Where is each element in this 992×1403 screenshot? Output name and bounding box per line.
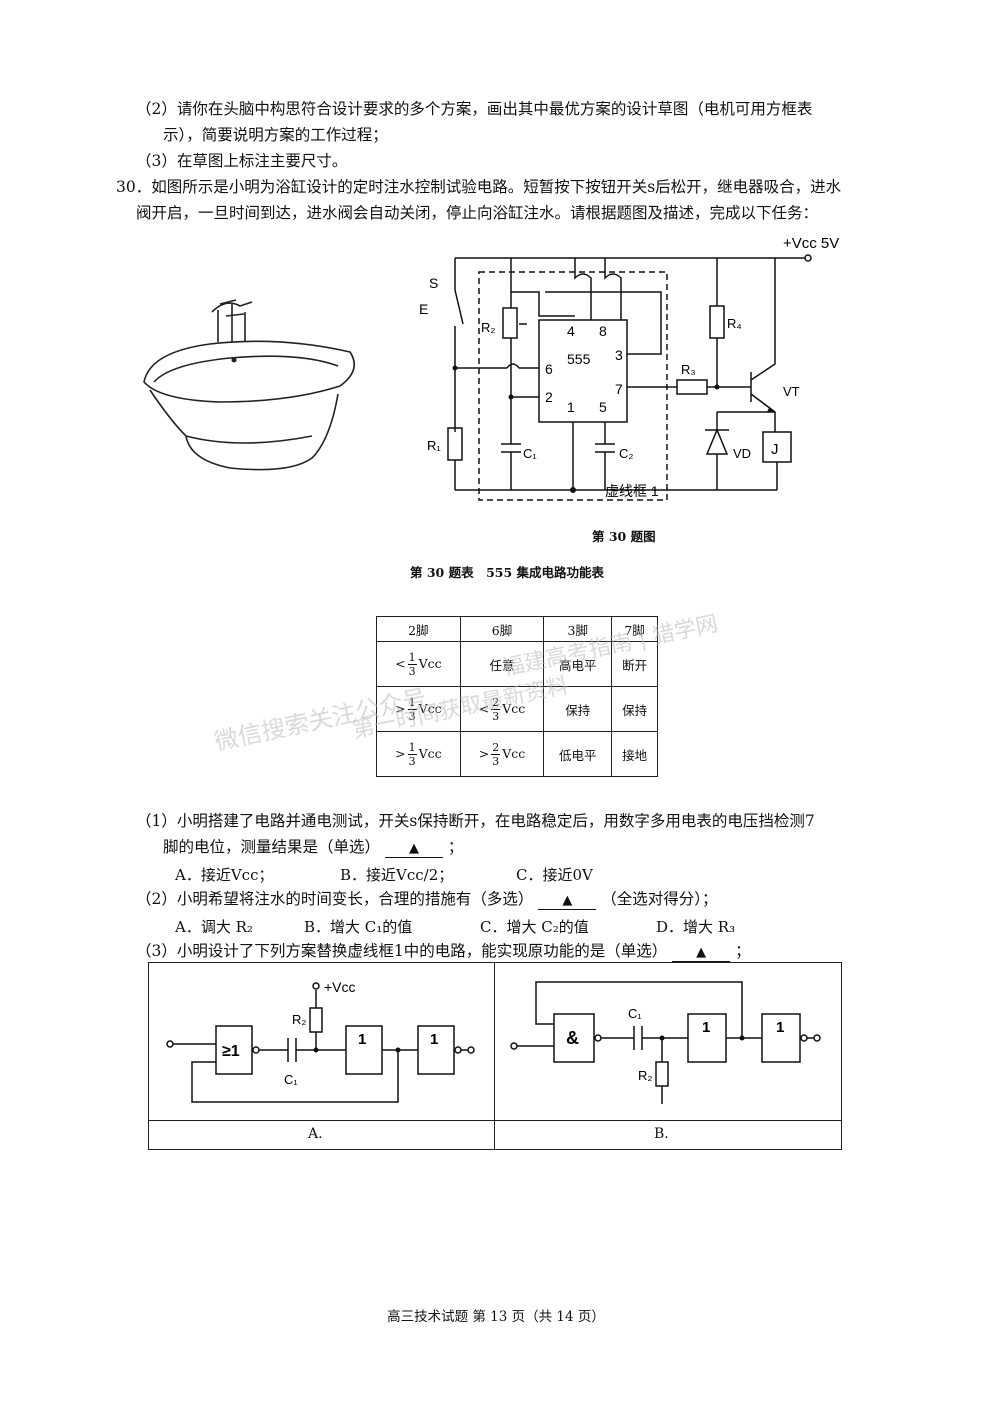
c2-label: C₂	[619, 446, 633, 461]
sub2-text: （2）小明希望将注水的时间变长，合理的措施有（多选）	[136, 890, 534, 908]
r3-label: R₃	[681, 362, 696, 377]
timer-circuit-diagram: +Vcc 5V S E R₂ R₄ R₃ R₁ C₁ C₂ VT VD J 55…	[419, 235, 839, 501]
q29-item2-line1: （2）请你在头脑中构思符合设计要求的多个方案，画出其中最优方案的设计草图（电机可…	[136, 100, 813, 118]
q29-item2-line2: 示），简要说明方案的工作过程；	[163, 126, 388, 144]
sub2-option-c: C．增大 C₂的值	[480, 918, 589, 936]
q30-intro-line1: 30．如图所示是小明为浴缸设计的定时注水控制试验电路。短暂按下按钮开关s后松开，…	[116, 178, 842, 196]
table-cell: 断开	[611, 641, 658, 687]
sub1-option-b: B．接近Vcc/2；	[340, 866, 454, 884]
table-cell: 任意	[459, 641, 545, 687]
not-gate-label: 1	[430, 1031, 438, 1048]
table-header: 2脚	[376, 616, 461, 642]
pin4-label: 4	[567, 323, 575, 339]
pin1-label: 1	[567, 399, 575, 415]
sub1-line1: （1）小明搭建了电路并通电测试，开关s保持断开，在电路稳定后，用数字多用电表的电…	[136, 812, 815, 830]
pin8-label: 8	[599, 323, 607, 339]
not-gate-label: 1	[358, 1031, 366, 1048]
scheme-a-c1-label: C₁	[284, 1072, 298, 1087]
not-gate-label: 1	[776, 1019, 784, 1036]
pin3-label: 3	[615, 347, 623, 363]
r1-label: R₁	[427, 438, 441, 453]
r2-label: R₂	[481, 320, 495, 335]
or-gate-label: ≥1	[222, 1043, 240, 1060]
relay-j-label: J	[771, 441, 779, 458]
switch-e-label: E	[419, 301, 428, 317]
sub2-line: （2）小明希望将注水的时间变长，合理的措施有（多选） ▲ （全选对得分）；	[136, 890, 718, 910]
sub2-end: （全选对得分）；	[601, 890, 718, 908]
sub3-line: （3）小明设计了下列方案替换虚线框1中的电路，能实现原功能的是（单选） ▲ ；	[136, 942, 751, 962]
sub1-option-c: C．接近0V	[516, 866, 593, 884]
table-header-row: 2脚 6脚 3脚 7脚	[376, 616, 658, 642]
table-cell: 保持	[611, 686, 658, 732]
scheme-a-vcc-label: +Vcc	[324, 979, 356, 995]
sub2-option-b: B．增大 C₁的值	[304, 918, 413, 936]
table-caption: 第 30 题表 555 集成电路功能表	[410, 565, 605, 580]
table-cell: 高电平	[543, 641, 613, 687]
table-cell: 接地	[611, 731, 658, 777]
frame1-label: 虚线框 1	[605, 483, 659, 499]
sub3-answer-blank[interactable]: ▲	[672, 945, 731, 962]
figure-caption: 第 30 题图	[592, 529, 656, 544]
sub1-line2: 脚的电位，测量结果是（单选） ▲ ；	[163, 838, 463, 858]
scheme-a-r2-label: R₂	[292, 1012, 306, 1027]
sub3-text: （3）小明设计了下列方案替换虚线框1中的电路，能实现原功能的是（单选）	[136, 942, 668, 960]
scheme-option-a-label[interactable]: A.	[308, 1126, 323, 1142]
c1-label: C₁	[523, 446, 537, 461]
sub1-line2-text: 脚的电位，测量结果是（单选）	[163, 838, 381, 856]
q29-item3: （3）在草图上标注主要尺寸。	[136, 152, 348, 170]
vcc-label: +Vcc 5V	[783, 235, 839, 252]
switch-s-label: S	[429, 275, 438, 291]
scheme-divider	[494, 962, 495, 1150]
table-cell: 保持	[543, 686, 613, 732]
scheme-options-box	[148, 962, 842, 1150]
scheme-a-circuit[interactable]: +Vcc R₂ C₁ ≥1 1 1	[150, 964, 492, 1118]
sub2-option-a: A．调大 R₂	[175, 918, 253, 936]
table-cell: 低电平	[543, 731, 613, 777]
table-header: 3脚	[543, 616, 613, 642]
and-gate-label: &	[566, 1028, 579, 1048]
chip-555-label: 555	[567, 351, 591, 367]
bathtub-illustration	[143, 299, 356, 471]
page-footer: 高三技术试题 第 13 页（共 14 页）	[387, 1309, 605, 1325]
vt-label: VT	[783, 384, 800, 399]
r4-label: R₄	[727, 316, 742, 331]
sub1-answer-blank[interactable]: ▲	[384, 841, 443, 858]
q30-intro-line2: 阀开启，一旦时间到达，进水阀会自动关闭，停止向浴缸注水。请根据题图及描述，完成以…	[136, 204, 819, 222]
pin7-label: 7	[615, 381, 623, 397]
sub2-option-d: D．增大 R₃	[656, 918, 736, 936]
scheme-label-divider	[148, 1120, 842, 1121]
sub3-end: ；	[735, 942, 751, 960]
vd-label: VD	[733, 446, 751, 461]
pin5-label: 5	[599, 399, 607, 415]
sub2-answer-blank[interactable]: ▲	[538, 893, 597, 910]
not-gate-label: 1	[702, 1019, 710, 1036]
scheme-b-circuit[interactable]: C₁ R₂ & 1 1	[496, 964, 838, 1118]
table-header: 7脚	[611, 616, 658, 642]
pin6-label: 6	[545, 361, 553, 377]
sub1-line2-end: ；	[447, 838, 464, 856]
scheme-b-r2-label: R₂	[638, 1068, 652, 1083]
sub1-option-a: A．接近Vcc；	[175, 866, 274, 884]
scheme-b-c1-label: C₁	[628, 1006, 642, 1021]
pin2-label: 2	[545, 389, 553, 405]
scheme-option-b-label[interactable]: B.	[654, 1126, 669, 1142]
table-header: 6脚	[459, 616, 545, 642]
